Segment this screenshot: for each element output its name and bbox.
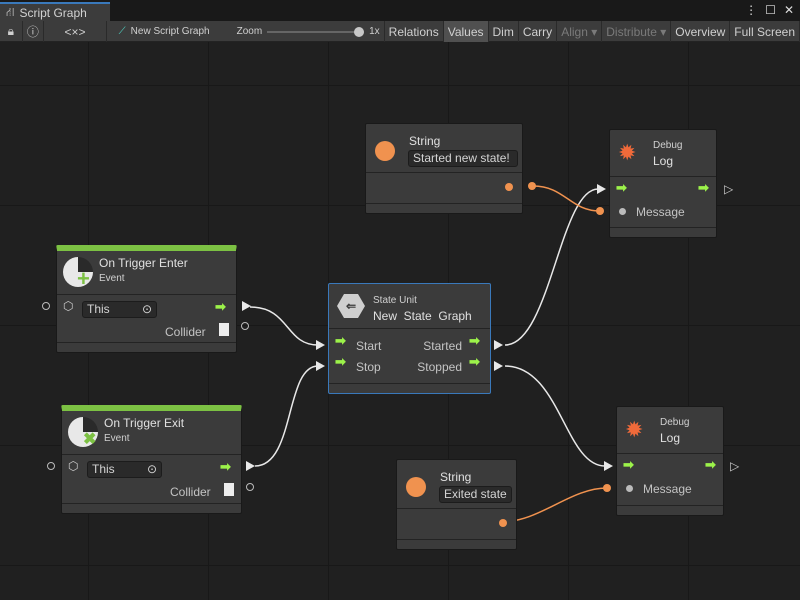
document-icon: [224, 483, 234, 496]
target-picker-icon[interactable]: ⊙: [141, 302, 152, 316]
string-value-field[interactable]: Started new state!: [408, 150, 518, 167]
stopped-output-port[interactable]: [494, 361, 503, 371]
string-output-port[interactable]: [499, 519, 507, 527]
message1-in-connector[interactable]: [596, 207, 604, 215]
started-out-icon[interactable]: ➡: [469, 333, 480, 348]
hierarchy-icon: ⛙: [6, 4, 15, 19]
more-icon[interactable]: ⋮: [745, 3, 758, 17]
graph-icon: ⟋: [118, 26, 126, 37]
log1-flow-in-port[interactable]: [597, 184, 606, 194]
distribute-dropdown[interactable]: Distribute ▾: [602, 21, 672, 42]
flow-out-port[interactable]: ▷: [730, 459, 740, 473]
debug-log-node-1[interactable]: ✹ Debug Log ➡ ➡ Message: [609, 129, 717, 238]
start-in-icon[interactable]: ➡: [335, 333, 346, 348]
trigger-enter-flow-out[interactable]: [242, 301, 251, 311]
state-unit-icon: ⇐: [337, 294, 365, 318]
flow-out-icon[interactable]: ➡: [705, 457, 716, 472]
log2-flow-in-port[interactable]: [604, 461, 613, 471]
bug-icon: ✹: [625, 417, 644, 442]
close-icon[interactable]: ✕: [783, 3, 794, 17]
target-picker-icon[interactable]: ⊙: [146, 462, 157, 476]
values-button[interactable]: Values: [443, 21, 489, 42]
toolbar: 🔒︎ ⓘ <×> ⟋New Script Graph Zoom 1x Relat…: [0, 21, 800, 42]
message-port[interactable]: [626, 485, 633, 492]
relations-button[interactable]: Relations: [385, 21, 444, 42]
trigger-enter-icon: +: [63, 257, 93, 291]
message-port[interactable]: [619, 208, 626, 215]
start-input-port[interactable]: [316, 340, 325, 350]
string-output-port[interactable]: [505, 183, 513, 191]
dim-button[interactable]: Dim: [489, 21, 519, 42]
state-unit-node[interactable]: ⇐ State Unit New State Graph ➡ Start Sta…: [328, 283, 491, 394]
info-icon[interactable]: ⓘ: [23, 21, 45, 42]
target-field[interactable]: This⊙: [87, 461, 162, 478]
full-screen-button[interactable]: Full Screen: [730, 21, 800, 42]
overview-button[interactable]: Overview: [671, 21, 731, 42]
on-trigger-enter-node[interactable]: + On Trigger Enter Event ⬡ This⊙ ➡ Colli…: [56, 245, 237, 353]
target-input-port[interactable]: [42, 302, 50, 310]
code-icon[interactable]: <×>: [44, 21, 107, 42]
tab-script-graph[interactable]: ⛙Script Graph: [0, 2, 110, 21]
stopped-out-icon[interactable]: ➡: [469, 354, 480, 369]
message2-in-connector[interactable]: [603, 484, 611, 492]
flow-out-icon[interactable]: ➡: [698, 180, 709, 195]
trigger-exit-icon: ✖: [68, 417, 98, 448]
zoom-slider[interactable]: [267, 26, 365, 37]
align-dropdown[interactable]: Align ▾: [557, 21, 603, 42]
flow-out-port[interactable]: ▷: [724, 182, 734, 196]
trigger-exit-flow-out[interactable]: [246, 461, 255, 471]
flow-in-icon[interactable]: ➡: [623, 457, 634, 472]
started-output-port[interactable]: [494, 340, 503, 350]
carry-button[interactable]: Carry: [519, 21, 558, 42]
stop-in-icon[interactable]: ➡: [335, 354, 346, 369]
cube-icon: ⬡: [63, 299, 74, 313]
target-input-port[interactable]: [47, 462, 55, 470]
string-value-field[interactable]: Exited state: [439, 486, 512, 503]
string1-out-connector[interactable]: [528, 182, 536, 190]
flow-out-icon[interactable]: ➡: [215, 299, 226, 314]
flow-in-icon[interactable]: ➡: [616, 180, 627, 195]
flow-out-icon[interactable]: ➡: [220, 459, 231, 474]
on-trigger-exit-node[interactable]: ✖ On Trigger Exit Event ⬡ This⊙ ➡ Collid…: [61, 405, 242, 514]
debug-log-node-2[interactable]: ✹ Debug Log ➡ ➡ Message: [616, 406, 724, 516]
cube-icon: ⬡: [68, 459, 79, 473]
string-icon: [406, 477, 426, 497]
tab-bar: ⛙Script Graph ⋮ ☐ ✕: [0, 0, 800, 21]
bug-icon: ✹: [618, 140, 637, 165]
collider-output-port[interactable]: [246, 483, 254, 491]
collider-output-port[interactable]: [241, 322, 249, 330]
document-icon: [219, 323, 229, 336]
lock-icon[interactable]: 🔒︎: [0, 21, 23, 42]
graph-breadcrumb[interactable]: ⟋New Script Graph Zoom 1x: [107, 21, 385, 42]
string-icon: [375, 141, 395, 161]
stop-input-port[interactable]: [316, 361, 325, 371]
target-field[interactable]: This⊙: [82, 301, 157, 318]
maximize-icon[interactable]: ☐: [765, 3, 776, 17]
string-node-1[interactable]: String Started new state!: [365, 123, 523, 214]
string-node-2[interactable]: String Exited state: [396, 459, 517, 550]
